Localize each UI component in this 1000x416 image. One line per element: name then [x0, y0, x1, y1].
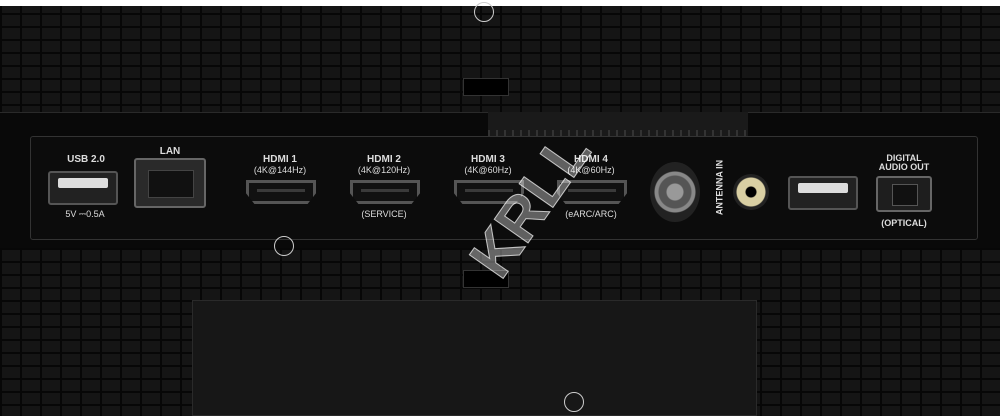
hdmi2-spec: (4K@120Hz): [357, 165, 411, 175]
hdmi4-label: HDMI 4: [574, 154, 608, 165]
watermark-circle: [274, 236, 294, 256]
back-cover-grid-top: [0, 0, 1000, 112]
lan-label: LAN: [159, 146, 181, 157]
antenna-label: ANTENNA IN: [714, 159, 725, 216]
hdmi1-port[interactable]: [246, 180, 316, 204]
hdmi2-port[interactable]: [350, 180, 420, 204]
hdmi3-label: HDMI 3: [471, 154, 505, 165]
hdmi2-label: HDMI 2: [367, 154, 401, 165]
optical-port[interactable]: [876, 176, 932, 212]
mount-slot-bottom: [463, 270, 509, 288]
antenna-connector[interactable]: [650, 162, 700, 222]
top-edge: [0, 0, 1000, 6]
optical-label-2: AUDIO OUT: [878, 162, 930, 172]
hdmi3-spec: (4K@60Hz): [464, 165, 512, 175]
usb-port-2[interactable]: [788, 176, 858, 210]
hdmi4-note: (eARC/ARC): [565, 209, 617, 219]
hdmi4-port[interactable]: [557, 180, 627, 204]
usb-label: USB 2.0: [67, 154, 105, 165]
stand-recess: [192, 300, 757, 416]
usb-spec: 5V ⎓0.5A: [65, 209, 105, 219]
hdmi1-label: HDMI 1: [263, 154, 297, 165]
optical-label-1: DIGITAL: [886, 153, 922, 163]
vent: [488, 112, 748, 136]
hdmi1-spec: (4K@144Hz): [253, 165, 307, 175]
hdmi2-note: (SERVICE): [361, 209, 407, 219]
watermark-circle: [564, 392, 584, 412]
hdmi4-spec: (4K@60Hz): [567, 165, 615, 175]
av-jack[interactable]: [733, 174, 769, 210]
hdmi3-port[interactable]: [454, 180, 524, 204]
optical-note: (OPTICAL): [881, 218, 927, 228]
mount-slot-top: [463, 78, 509, 96]
watermark-circle: [474, 2, 494, 22]
lan-port[interactable]: [134, 158, 206, 208]
usb-port-1[interactable]: [48, 171, 118, 205]
